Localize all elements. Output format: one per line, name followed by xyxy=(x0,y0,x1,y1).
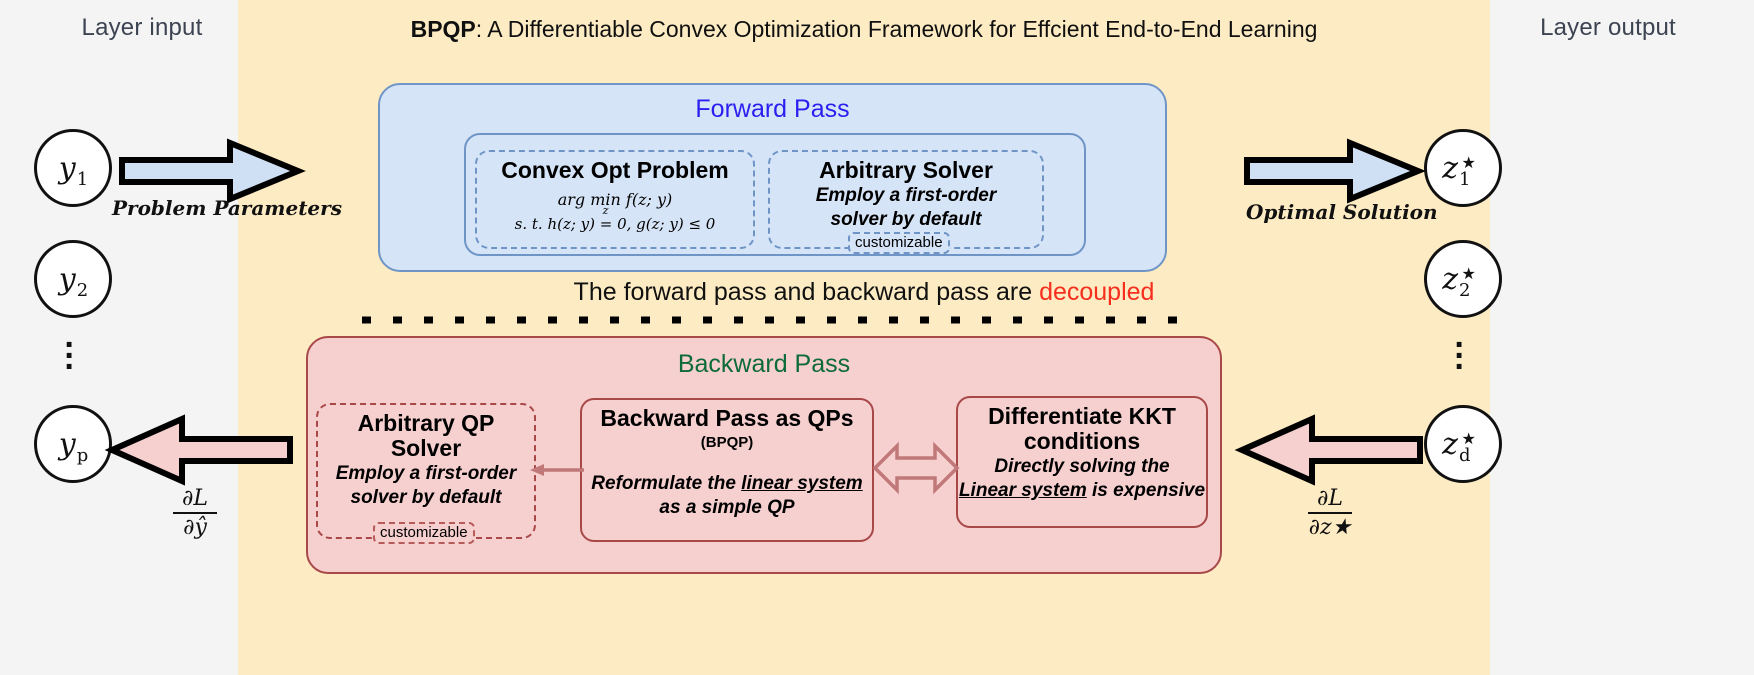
convex-opt-problem-title: Convex Opt Problem xyxy=(501,157,729,183)
decoupled-note: The forward pass and backward pass are d… xyxy=(238,278,1490,307)
kkt-body-post: is expensive xyxy=(1086,480,1206,502)
bpqp-to-solver-arrow xyxy=(528,460,586,480)
kkt-body-underline: Linear system xyxy=(958,480,1087,502)
bpqp-body-line2: as a simple QP xyxy=(659,497,795,519)
gradient-right-num: ∂L xyxy=(1317,486,1343,511)
page-title: BPQP: A Differentiable Convex Optimizati… xyxy=(238,16,1490,43)
forward-output-arrow-caption: Optimal Solution xyxy=(1246,200,1438,224)
node-yp-sym: y xyxy=(58,426,76,462)
gradient-right-den: ∂z★ xyxy=(1308,515,1352,541)
node-z1-sub: 1 xyxy=(1459,168,1471,190)
node-output-z2: z2★ xyxy=(1424,240,1502,318)
node-output-z1: z1★ xyxy=(1424,129,1502,207)
forward-pass-title: Forward Pass xyxy=(695,95,850,123)
arbitrary-qp-solver-title-line2: Solver xyxy=(390,434,462,461)
gradient-right: ∂L ∂z★ xyxy=(1285,487,1375,539)
forward-input-arrow xyxy=(119,138,306,204)
backward-left-arrow xyxy=(104,414,293,486)
forward-output-arrow xyxy=(1244,138,1426,204)
decoupled-note-prefix: The forward pass and backward pass are xyxy=(573,278,1040,306)
decoupled-keyword: decoupled xyxy=(1039,278,1155,306)
bpqp-body-pre: Reformulate the xyxy=(591,472,742,494)
node-input-y1: y1 xyxy=(34,129,112,207)
arbitrary-qp-solver-box: Arbitrary QP Solver Employ a first-order… xyxy=(316,403,536,544)
node-y1-sym: y xyxy=(58,150,76,186)
gradient-left: ∂L ∂ŷ xyxy=(155,487,235,539)
gradient-right-bar xyxy=(1308,512,1352,515)
convex-constraints: s. t. h(z; y) = 0, g(z; y) ≤ 0 xyxy=(514,214,716,233)
arbitrary-solver-line1: Employ a first-order xyxy=(815,184,997,206)
node-z1-star: ★ xyxy=(1461,152,1476,172)
kkt-body-line1: Directly solving the xyxy=(994,455,1170,477)
kkt-body-line2: Linear system is expensive xyxy=(958,480,1206,502)
node-input-yp: yp xyxy=(34,405,112,483)
gradient-left-bar xyxy=(173,512,217,515)
bpqp-title: Backward Pass as QPs xyxy=(600,405,854,431)
node-zd-sub: d xyxy=(1458,444,1471,466)
arbitrary-qp-solver-line1: Employ a first-order xyxy=(335,462,517,484)
node-z2-star: ★ xyxy=(1461,263,1476,283)
bpqp-kkt-double-arrow xyxy=(872,436,960,500)
input-vertical-dots: ··· xyxy=(64,326,76,386)
output-vertical-dots: ··· xyxy=(1454,326,1466,386)
gradient-left-num: ∂L xyxy=(182,486,208,511)
objective-min-word: min xyxy=(590,189,621,209)
arbitrary-solver-box: Arbitrary Solver Employ a first-order so… xyxy=(768,150,1044,254)
forward-input-arrow-caption: Problem Parameters xyxy=(112,196,342,220)
objective-arg: arg xyxy=(557,189,586,209)
layer-output-label: Layer output xyxy=(1540,14,1676,41)
node-output-zd: zd★ xyxy=(1424,405,1502,483)
objective-function: f(z; y) xyxy=(625,189,673,209)
backward-pass-as-qps-box: Backward Pass as QPs (BPQP) Reformulate … xyxy=(580,398,874,542)
arbitrary-solver-customizable-badge: customizable xyxy=(848,232,950,254)
node-yp-sub: p xyxy=(76,444,89,466)
arbitrary-solver-title: Arbitrary Solver xyxy=(819,157,993,183)
differentiate-kkt-box: Differentiate KKT conditions Directly so… xyxy=(956,396,1208,528)
node-zd-sym: z xyxy=(1442,426,1458,462)
kkt-title-line1: Differentiate KKT xyxy=(988,403,1176,429)
convex-opt-problem-box: Convex Opt Problem arg min z f(z; y) s. … xyxy=(475,150,755,249)
objective-min-var: z xyxy=(602,203,609,217)
title-rest: : A Differentiable Convex Optimization F… xyxy=(475,16,1318,42)
kkt-title-line2: conditions xyxy=(1023,427,1141,454)
arbitrary-qp-solver-customizable-badge: customizable xyxy=(373,522,475,544)
bpqp-body-line1: Reformulate the linear system xyxy=(582,473,872,495)
node-z1-sym: z xyxy=(1442,150,1458,186)
backward-pass-title: Backward Pass xyxy=(677,350,851,378)
convex-objective: arg min z f(z; y) xyxy=(477,189,753,217)
gradient-left-den: ∂ŷ xyxy=(183,515,207,541)
node-input-y2: y2 xyxy=(34,240,112,318)
layer-input-label: Layer input xyxy=(81,14,203,41)
backward-right-arrow xyxy=(1234,414,1423,486)
backward-pass-panel: Backward Pass Arbitrary QP Solver Employ… xyxy=(306,336,1222,574)
node-y2-sub: 2 xyxy=(76,279,89,301)
node-z2-sub: 2 xyxy=(1459,279,1471,301)
title-bold: BPQP xyxy=(410,16,476,42)
forward-pass-panel: Forward Pass Convex Opt Problem arg min … xyxy=(378,83,1167,272)
objective-min: min z xyxy=(590,189,621,217)
node-y1-sub: 1 xyxy=(76,168,89,190)
decoupling-dotted-separator xyxy=(360,316,1180,324)
node-zd-star: ★ xyxy=(1461,428,1476,448)
arbitrary-solver-line2: solver by default xyxy=(830,209,982,231)
node-y2-sym: y xyxy=(58,261,76,297)
arbitrary-qp-solver-title-line1: Arbitrary QP xyxy=(357,410,495,436)
arbitrary-qp-solver-line2: solver by default xyxy=(350,487,502,509)
node-z2-sym: z xyxy=(1442,261,1458,297)
bpqp-body-underline: linear system xyxy=(741,472,863,494)
bpqp-subtitle: (BPQP) xyxy=(700,433,754,451)
forward-pass-inner-frame xyxy=(464,133,1086,256)
